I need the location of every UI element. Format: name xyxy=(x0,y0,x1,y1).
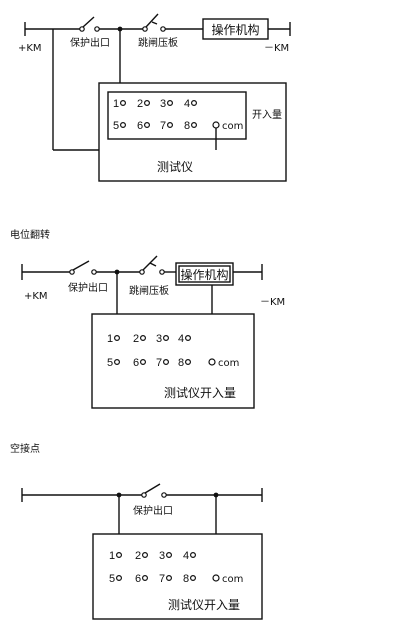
diagram-2: 操作机构 +KM －KM 保护出口 跳闸压板 测试仪开入量 1 2 3 4 5 … xyxy=(21,255,285,409)
section-title-dry-contact: 空接点 xyxy=(10,442,40,455)
terminal-number: 3 xyxy=(156,333,162,345)
binary-input-label-1: 开入量 xyxy=(252,109,282,121)
terminal-number: 7 xyxy=(160,120,166,132)
terminal-number: 7 xyxy=(156,357,162,369)
trip-plate-label-1: 跳闸压板 xyxy=(138,36,178,49)
com-label-2: com xyxy=(218,358,239,369)
terminal-number: 5 xyxy=(113,120,119,132)
com-label-1: com xyxy=(222,121,243,132)
plus-km-label-2: +KM xyxy=(24,291,48,302)
mechanism-box-2 xyxy=(175,262,234,286)
minus-km-label-1: －KM xyxy=(264,43,289,54)
tester-binary-input-label-3: 测试仪开入量 xyxy=(168,597,240,612)
mechanism-box-1 xyxy=(202,18,269,40)
protect-outlet-label-2: 保护出口 xyxy=(68,281,108,294)
terminal-number: 2 xyxy=(137,98,143,110)
terminal-number: 3 xyxy=(160,98,166,110)
tester-binary-input-label-2: 测试仪开入量 xyxy=(164,385,236,400)
protect-outlet-label-3: 保护出口 xyxy=(133,504,173,517)
terminal-number: 8 xyxy=(184,120,190,132)
terminal-number: 1 xyxy=(113,98,119,110)
terminal-number: 6 xyxy=(137,120,143,132)
terminal-number: 6 xyxy=(133,357,139,369)
terminal-number: 1 xyxy=(109,550,115,562)
plus-km-label-1: +KM xyxy=(18,43,42,54)
terminal-number: 4 xyxy=(178,333,184,345)
section-title-position-flip: 电位翻转 xyxy=(10,228,50,241)
diagram-1: 操作机构 +KM －KM 保护出口 跳闸压板 开入量 测试仪 1 2 3 4 5… xyxy=(18,13,291,182)
terminal-number: 5 xyxy=(107,357,113,369)
minus-km-label-2: －KM xyxy=(260,297,285,308)
terminal-number: 4 xyxy=(184,98,190,110)
tester-label-1: 测试仪 xyxy=(157,159,193,174)
terminal-number: 8 xyxy=(183,573,189,585)
terminal-number: 3 xyxy=(159,550,165,562)
com-label-3: com xyxy=(222,574,243,585)
terminal-number: 2 xyxy=(135,550,141,562)
terminal-number: 2 xyxy=(133,333,139,345)
diagram-3: 保护出口 测试仪开入量 1 2 3 4 5 6 7 8 com xyxy=(21,483,263,620)
mechanism-label-1: 操作机构 xyxy=(211,22,259,37)
terminal-number: 5 xyxy=(109,573,115,585)
terminal-number: 1 xyxy=(107,333,113,345)
terminal-number: 4 xyxy=(183,550,189,562)
terminal-number: 8 xyxy=(178,357,184,369)
terminal-number: 6 xyxy=(135,573,141,585)
mechanism-label-2: 操作机构 xyxy=(180,267,228,282)
binary-input-panel-1 xyxy=(107,91,247,140)
terminal-number: 7 xyxy=(159,573,165,585)
trip-plate-label-2: 跳闸压板 xyxy=(129,284,169,297)
protect-outlet-label-1: 保护出口 xyxy=(70,36,110,49)
